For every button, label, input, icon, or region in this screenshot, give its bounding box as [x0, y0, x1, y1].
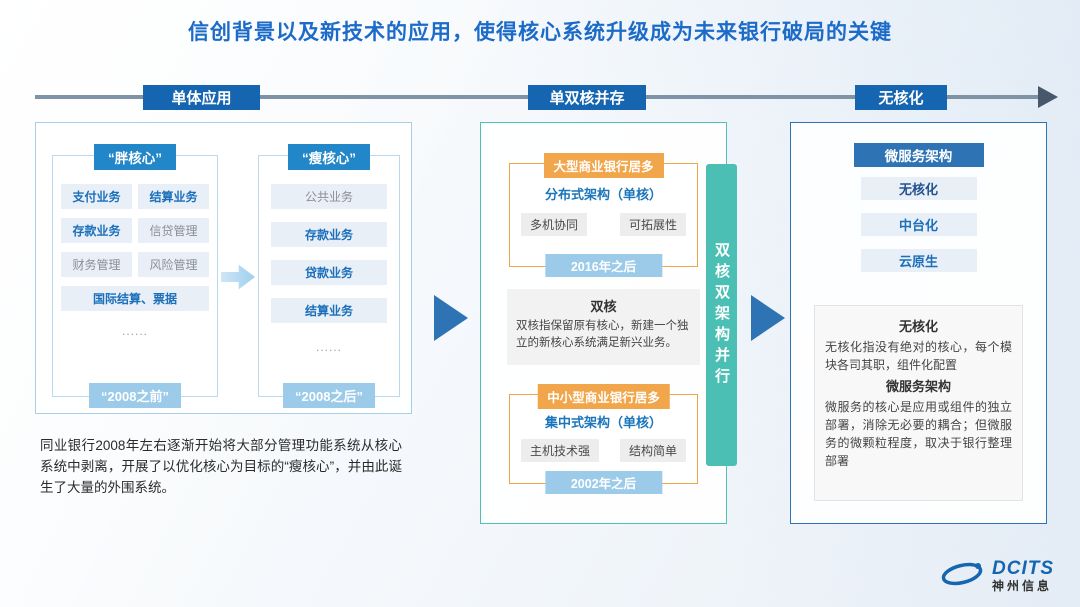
monolith-description: 同业银行2008年左右逐渐开始将大部分管理功能系统从核心系统中剥离，开展了以优化… — [40, 438, 402, 495]
stage-arrow-2-icon — [751, 295, 785, 341]
list-item: 贷款业务 — [271, 260, 387, 285]
panel-coreless: 微服务架构 无核化 中台化 云原生 无核化 无核化指没有绝对的核心，每个模块各司… — [790, 122, 1047, 524]
list-item: 支付业务 — [61, 184, 132, 209]
fat-core-box: “胖核心” 支付业务 结算业务 存款业务 信贷管理 财务管理 风险管理 国际结算… — [52, 144, 218, 408]
large-banks-box: 大型商业银行居多 分布式架构（单核） 多机协同 可拓展性 2016年之后 — [509, 153, 698, 277]
thin-core-period: “2008之后” — [283, 383, 375, 408]
microservice-header: 微服务架构 — [853, 143, 984, 167]
list-item: 财务管理 — [61, 252, 132, 277]
list-item: 云原生 — [860, 249, 977, 272]
microservice-title: 微服务架构 — [885, 379, 951, 394]
list-item: 公共业务 — [271, 184, 387, 209]
timeline-stage-dualcore: 单双核并存 — [528, 85, 646, 110]
fat-core-title: “胖核心” — [94, 144, 176, 170]
large-banks-header: 大型商业银行居多 — [543, 153, 664, 178]
list-item: 无核化 — [860, 177, 977, 200]
list-item: 中台化 — [860, 213, 977, 236]
fat-core-items: 支付业务 结算业务 存款业务 信贷管理 财务管理 风险管理 国际结算、票据 ..… — [61, 184, 209, 342]
thin-core-box: “瘦核心” 公共业务 存款业务 贷款业务 结算业务 ...... “2008之后… — [258, 144, 400, 408]
list-item: 结算业务 — [138, 184, 209, 209]
page-title: 信创背景以及新技术的应用，使得核心系统升级成为未来银行破局的关键 — [188, 21, 892, 44]
panel-dualcore: 大型商业银行居多 分布式架构（单核） 多机协同 可拓展性 2016年之后 双核 … — [480, 122, 727, 524]
thin-core-title: “瘦核心” — [288, 144, 370, 170]
timeline-stage-coreless: 无核化 — [855, 85, 947, 110]
small-banks-architecture: 集中式架构（单核） — [544, 415, 662, 430]
list-item: 国际结算、票据 — [61, 286, 209, 311]
large-banks-period: 2016年之后 — [544, 254, 663, 277]
coreless-detail-box: 无核化 无核化指没有绝对的核心，每个模块各司其职，组件化配置 微服务架构 微服务… — [814, 305, 1023, 501]
feature-chip: 结构简单 — [619, 439, 686, 462]
orbit-swoosh-icon — [939, 559, 985, 594]
dual-architecture-banner-label: 双核双架构并行 — [713, 241, 730, 389]
microservice-text: 微服务的核心是应用或组件的独立部署，消除无必要的耦合；但微服务的微颗粒程度，取决… — [825, 400, 1012, 468]
logo-brand: DCITS — [992, 558, 1054, 580]
thin-core-items: 公共业务 存款业务 贷款业务 结算业务 ...... — [267, 184, 391, 358]
logo-text: DCITS 神州信息 — [992, 558, 1054, 594]
small-banks-box: 中小型商业银行居多 集中式架构（单核） 主机技术强 结构简单 2002年之后 — [509, 384, 698, 494]
dual-architecture-banner: 双核双架构并行 — [706, 164, 737, 466]
list-item: 存款业务 — [271, 222, 387, 247]
dual-core-note: 双核 双核指保留原有核心，新建一个独立的新核心系统满足新兴业务。 — [507, 289, 700, 365]
dual-core-text: 双核指保留原有核心，新建一个独立的新核心系统满足新兴业务。 — [516, 320, 689, 349]
ellipsis-item: ...... — [315, 340, 342, 354]
small-banks-period: 2002年之后 — [544, 471, 663, 494]
feature-chip: 可拓展性 — [619, 213, 686, 236]
large-banks-features: 多机协同 可拓展性 — [510, 213, 697, 236]
large-banks-architecture: 分布式架构（单核） — [544, 187, 662, 202]
list-item: 风险管理 — [138, 252, 209, 277]
company-logo: DCITS 神州信息 — [939, 558, 1054, 594]
dual-core-title: 双核 — [590, 299, 617, 314]
timeline-stage-monolith: 单体应用 — [143, 85, 260, 110]
timeline-arrowhead-icon — [1038, 86, 1058, 108]
stage-arrow-1-icon — [434, 295, 468, 341]
panel-monolith: “胖核心” 支付业务 结算业务 存款业务 信贷管理 财务管理 风险管理 国际结算… — [35, 122, 412, 414]
ellipsis-item: ...... — [121, 324, 148, 338]
coreless-title: 无核化 — [898, 319, 938, 334]
list-item: 结算业务 — [271, 298, 387, 323]
fat-to-thin-arrow-icon — [221, 264, 255, 290]
feature-chip: 多机协同 — [521, 213, 588, 236]
logo-company-name: 神州信息 — [992, 579, 1053, 594]
feature-chip: 主机技术强 — [521, 439, 600, 462]
small-banks-header: 中小型商业银行居多 — [537, 384, 670, 409]
list-item: 信贷管理 — [138, 218, 209, 243]
coreless-text: 无核化指没有绝对的核心，每个模块各司其职，组件化配置 — [825, 340, 1012, 372]
list-item: 存款业务 — [61, 218, 132, 243]
small-banks-features: 主机技术强 结构简单 — [510, 439, 697, 462]
fat-core-period: “2008之前” — [89, 383, 181, 408]
